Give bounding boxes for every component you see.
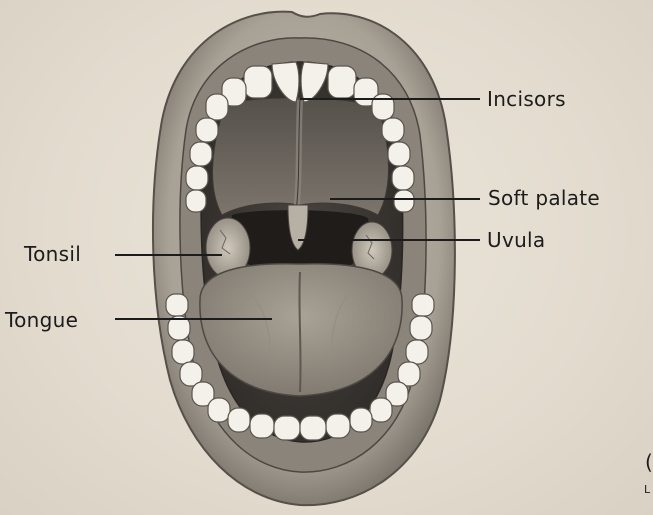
- cropped-text-fragment: (: [645, 452, 653, 472]
- label-uvula: Uvula: [487, 230, 545, 250]
- cropped-text-fragment-small: L: [644, 484, 650, 495]
- label-tongue: Tongue: [5, 310, 78, 330]
- label-tonsil: Tonsil: [24, 244, 81, 264]
- label-soft-palate: Soft palate: [488, 188, 600, 208]
- label-incisors: Incisors: [487, 89, 566, 109]
